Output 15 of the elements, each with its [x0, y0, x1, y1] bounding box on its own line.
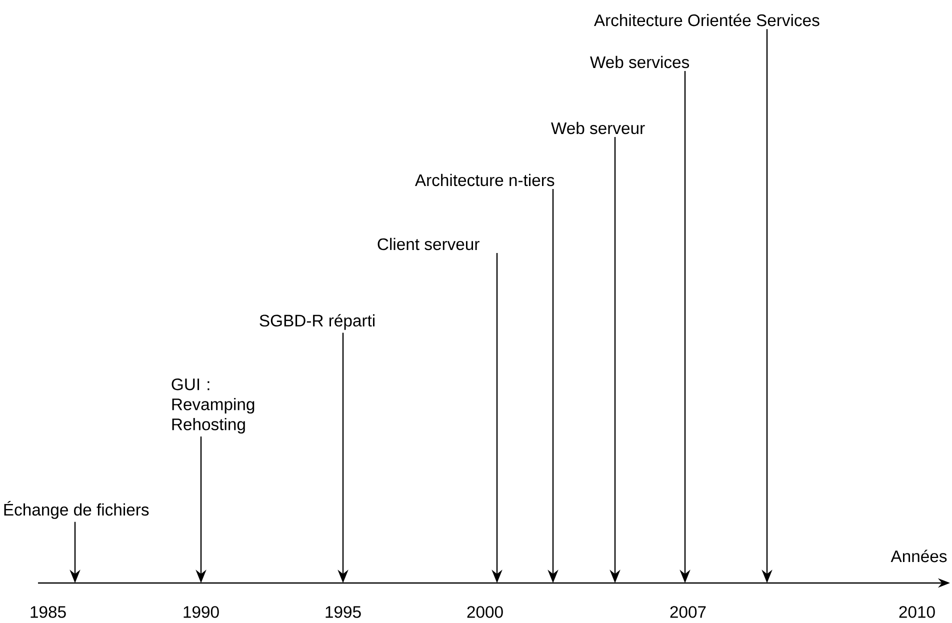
event-label: Client serveur [378, 238, 480, 250]
event-label: Web services [590, 56, 690, 68]
year-label: 1995 [326, 606, 361, 618]
event-label: Architecture Orientée Services [594, 14, 820, 26]
event-label: Web serveur [551, 122, 645, 134]
year-label: 1990 [184, 606, 219, 618]
year-label: 1985 [30, 606, 66, 618]
year-label: 2007 [670, 606, 706, 618]
event-label: GUI : Revamping Rehosting [172, 378, 254, 434]
year-label: 2000 [467, 606, 503, 618]
axis-label: Années [890, 550, 947, 562]
event-label: SGBD-R réparti [260, 314, 374, 330]
year-label: 2010 [899, 606, 935, 618]
event-label: Échange de fichiers [4, 501, 149, 519]
event-label: Architecture n-tiers [414, 174, 554, 186]
